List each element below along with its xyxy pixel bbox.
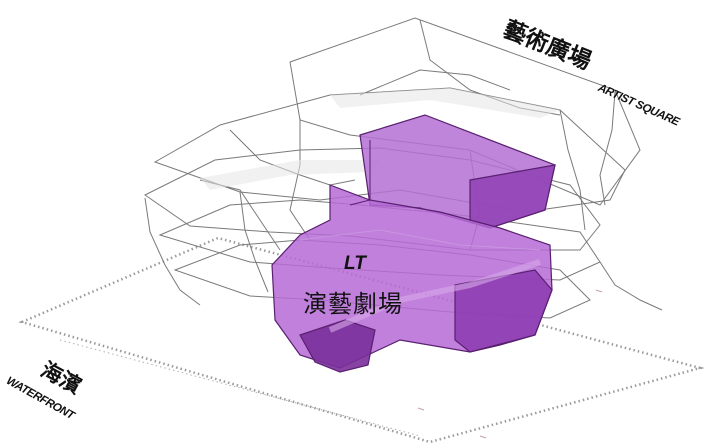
site-markers	[417, 289, 603, 439]
volume-front-face	[454, 269, 553, 353]
floor-plate-tint	[200, 88, 560, 190]
volume-lower-foyer	[299, 319, 376, 373]
venue-name-label: 演藝劇場	[303, 290, 403, 318]
theatre-volume	[271, 114, 556, 373]
volume-ramp	[328, 259, 541, 333]
site-boundary	[18, 236, 705, 444]
venue-code-label: LT	[344, 253, 366, 274]
volume-upper-side	[469, 164, 556, 229]
